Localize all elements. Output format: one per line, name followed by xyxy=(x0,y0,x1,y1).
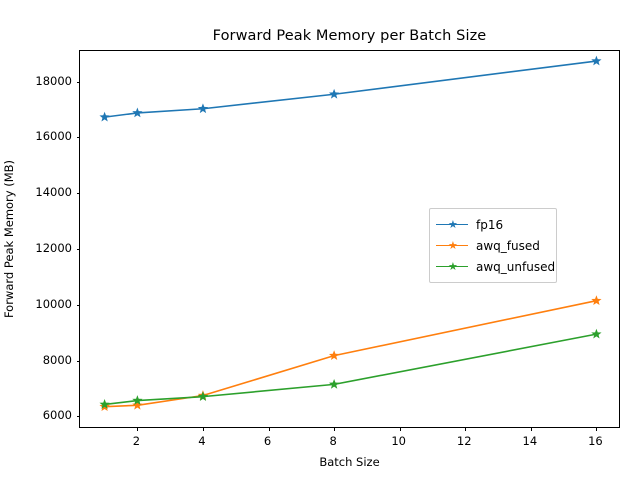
legend-swatch: ★ xyxy=(436,261,468,273)
x-tick-label: 4 xyxy=(198,434,206,448)
y-tick-label: 8000 xyxy=(42,352,72,367)
y-tick-label: 6000 xyxy=(42,408,72,423)
y-tick-mark xyxy=(76,249,80,251)
data-point-marker xyxy=(132,399,143,410)
legend-item-fp16[interactable]: ★ fp16 xyxy=(436,214,550,235)
x-tick-mark xyxy=(334,427,336,431)
y-tick-mark xyxy=(76,360,80,362)
data-point-marker xyxy=(591,295,602,306)
data-point-marker xyxy=(328,378,340,389)
x-tick-mark xyxy=(399,427,401,431)
x-tick-mark xyxy=(465,427,467,431)
legend-label: awq_fused xyxy=(476,238,540,253)
y-axis-title: Forward Peak Memory (MB) xyxy=(0,50,18,428)
data-point-marker xyxy=(99,111,110,122)
y-tick-mark xyxy=(76,304,80,306)
series-line xyxy=(103,60,598,118)
data-point-marker xyxy=(132,395,143,405)
y-axis-title-text: Forward Peak Memory (MB) xyxy=(2,159,17,319)
legend-label: fp16 xyxy=(476,217,504,232)
data-point-marker xyxy=(99,399,110,409)
y-tick-mark xyxy=(76,137,80,139)
y-tick-label: 10000 xyxy=(35,296,72,311)
x-tick-label: 10 xyxy=(391,434,406,448)
series-awq_fused xyxy=(99,295,602,412)
y-tick-label: 12000 xyxy=(35,241,72,256)
x-tick-label: 6 xyxy=(263,434,272,448)
y-tick-label: 18000 xyxy=(35,73,72,88)
x-tick-label: 12 xyxy=(456,434,472,448)
star-icon: ★ xyxy=(448,259,458,273)
legend[interactable]: ★ fp16 ★ awq_fused ★ awq_unfused xyxy=(429,208,557,283)
plot-area xyxy=(76,50,620,431)
x-tick-mark xyxy=(596,427,598,431)
data-point-marker xyxy=(197,103,209,114)
plot-svg xyxy=(99,55,602,412)
series-line xyxy=(103,333,598,406)
x-tick-mark xyxy=(268,427,270,431)
x-tick-label: 16 xyxy=(588,434,603,448)
x-tick-mark xyxy=(530,427,532,431)
legend-item-awq_unfused[interactable]: ★ awq_unfused xyxy=(436,256,555,277)
data-point-marker xyxy=(591,55,602,66)
chart-title: Forward Peak Memory per Batch Size xyxy=(212,28,487,44)
data-point-marker xyxy=(591,328,602,339)
y-tick-mark xyxy=(76,193,80,195)
star-icon: ★ xyxy=(448,217,458,231)
y-tick-mark xyxy=(76,416,80,418)
data-point-marker xyxy=(328,350,340,360)
x-tick-mark xyxy=(202,427,204,431)
y-tick-mark xyxy=(76,81,80,83)
legend-swatch: ★ xyxy=(436,219,468,231)
x-axis-title: Batch Size xyxy=(319,455,380,469)
legend-label: awq_unfused xyxy=(476,259,556,274)
y-tick-label: 14000 xyxy=(35,185,72,200)
y-tick-label: 16000 xyxy=(35,129,72,144)
plot-clip xyxy=(80,51,619,427)
x-tick-label: 2 xyxy=(132,434,141,448)
series-fp16 xyxy=(99,55,602,122)
x-tick-label: 8 xyxy=(329,434,337,448)
series-awq_unfused xyxy=(99,328,602,409)
legend-line xyxy=(436,265,468,268)
x-tick-mark xyxy=(137,427,139,431)
star-icon: ★ xyxy=(448,238,458,252)
legend-line xyxy=(436,223,468,226)
series-line xyxy=(103,299,598,408)
legend-swatch: ★ xyxy=(436,240,468,252)
data-point-marker xyxy=(197,391,209,402)
legend-item-awq_fused[interactable]: ★ awq_fused xyxy=(436,235,550,256)
data-point-marker xyxy=(132,107,143,118)
data-point-marker xyxy=(328,88,340,99)
legend-line xyxy=(436,244,468,247)
x-tick-label: 14 xyxy=(522,434,538,448)
